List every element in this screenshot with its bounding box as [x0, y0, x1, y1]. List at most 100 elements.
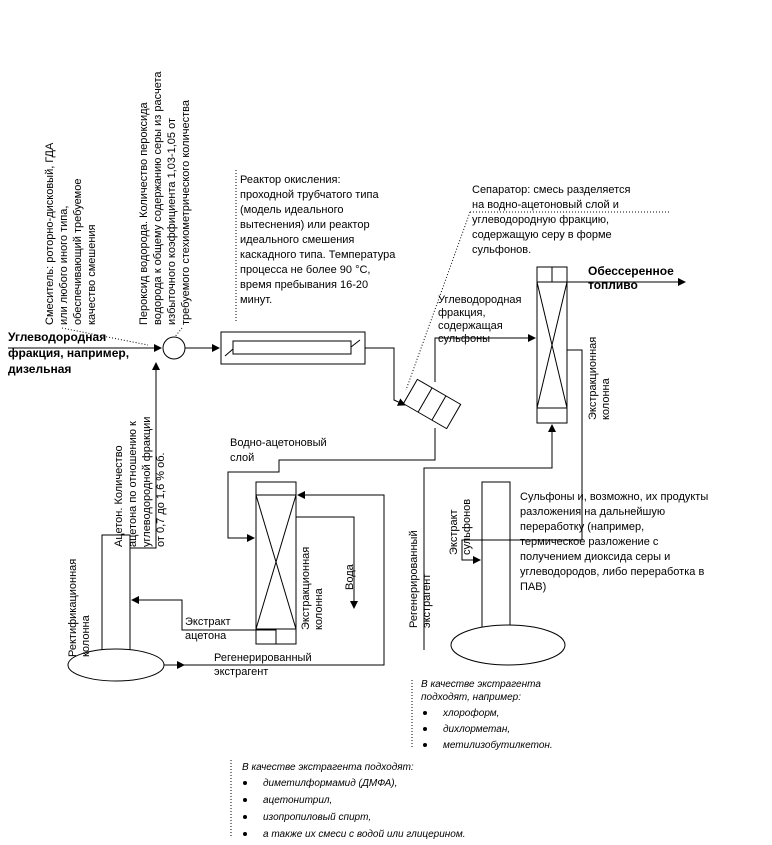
- text-line: Ацетон. Количество: [113, 445, 125, 547]
- text-line: Пероксид водорода. Количество пероксида: [138, 101, 150, 325]
- bullet-icon: [243, 798, 247, 802]
- acetone-extract-label: Экстракт ацетона: [185, 616, 231, 642]
- list-item: дихлорметан,: [443, 724, 510, 735]
- text-line: колонна: [80, 614, 92, 657]
- text-line: от 0,7 до 1,6 % об.: [155, 452, 167, 547]
- text-line: термическое разложение с: [520, 536, 659, 548]
- rectification-column-left: [67, 534, 165, 682]
- bullet-icon: [423, 743, 427, 747]
- text-line: фракция,: [438, 307, 486, 319]
- regenerated-extractant-vertical-label: Регенерированныйэкстрагент: [408, 530, 433, 628]
- text-line: В качестве экстрагента: [421, 679, 541, 690]
- text-line: углеводородной фракции: [141, 417, 153, 547]
- text-line: Углеводородная: [438, 294, 522, 306]
- text-line: Сульфоны и, возможно, их продукты: [520, 491, 708, 503]
- text-line: идеального смешения: [240, 234, 354, 246]
- text-line: Экстракт: [448, 509, 460, 555]
- text-line: переработку (например,: [520, 521, 644, 533]
- text-line: Регенерированный: [214, 652, 312, 664]
- text-line: Ректификационная: [67, 559, 79, 657]
- sulfone-extract-label: Экстрактсульфонов: [448, 499, 473, 555]
- bullet-icon: [423, 711, 427, 715]
- text-line: качество смешения: [86, 224, 98, 325]
- text-line: ацетона по отношению к: [127, 421, 139, 547]
- text-line: сульфонов.: [472, 244, 531, 256]
- text-line: Сепаратор: смесь разделяется: [472, 184, 630, 196]
- annotation-leaders: [61, 170, 670, 838]
- text-line: экстрагент: [214, 666, 268, 678]
- mixer: [162, 336, 186, 360]
- bullet-icon: [423, 727, 427, 731]
- list-item: ацетонитрил,: [263, 795, 332, 806]
- extractant-list-1-title: В качестве экстрагента подходят, например…: [421, 679, 541, 703]
- text-line: (модель идеального: [240, 204, 344, 216]
- separator-note: Сепаратор: смесь разделяется на водно-аце…: [472, 184, 630, 256]
- text-line: Смеситель: роторно-дисковый, ГДА: [44, 142, 56, 325]
- text-line: вытеснения) или реактор: [240, 219, 370, 231]
- text-line: водорода к общему содержанию серы из рас…: [152, 71, 164, 325]
- extractant-list-2-title: В качестве экстрагента подходят:: [242, 762, 414, 773]
- bullet-icon: [243, 815, 247, 819]
- text-line: разложения на дальнейшую: [520, 506, 665, 518]
- extractant-list-1: В качестве экстрагента подходят, например…: [421, 679, 553, 751]
- list-item: метилизобутилкетон.: [443, 739, 553, 751]
- text-line: сульфоны: [438, 333, 490, 345]
- text-line: углеводородную фракцию,: [472, 214, 609, 226]
- text-line: процесса не более 90 °С,: [240, 264, 371, 276]
- text-line: содержащую серу в форме: [472, 229, 612, 241]
- text-line: требуемого стехиометрического количества: [180, 99, 192, 325]
- text-line: на водно-ацетоновый слой и: [472, 199, 619, 211]
- text-line: колонна: [600, 377, 612, 420]
- extraction-column-right: [536, 266, 568, 424]
- text-line: Водно-ацетоновый: [230, 437, 327, 449]
- list-item: изопропиловый спирт,: [263, 812, 371, 823]
- text-line: Экстракционная: [300, 547, 312, 630]
- rectification-column-label: Ректификационнаяколонна: [67, 559, 92, 657]
- extraction-column-center: [255, 481, 297, 645]
- text-line: Экстракт: [185, 616, 231, 628]
- text-line: ацетона: [185, 630, 227, 642]
- text-line: ПАВ): [520, 581, 546, 593]
- center-extraction-column-label: Экстракционнаяколонна: [300, 547, 325, 630]
- text-line: минут.: [240, 294, 272, 306]
- text-line: избыточного коэффициента 1,03-1,05 от: [166, 118, 178, 325]
- text-line: Экстракционная: [587, 337, 599, 420]
- right-extraction-column-label: Экстракционнаяколонна: [587, 337, 612, 420]
- water-label: Вода: [344, 563, 356, 590]
- list-item: диметилформамид (ДМФА),: [263, 777, 397, 789]
- oxidation-reactor-note: Реактор окисления:проходной трубчатого т…: [240, 174, 396, 306]
- oxidation-reactor: [220, 331, 366, 365]
- list-item: а также их смеси с водой или глицерином.: [263, 829, 465, 840]
- text-line: углеводородов, либо переработка в: [520, 566, 704, 578]
- bullet-icon: [243, 781, 247, 785]
- text-line: колонна: [313, 587, 325, 630]
- text-line: Регенерированный: [408, 530, 420, 628]
- regenerated-extractant-label: Регенерированный экстрагент: [214, 652, 312, 678]
- flow-lines: [8, 267, 686, 669]
- text-line: сульфонов: [461, 499, 473, 555]
- text-line: дизельная: [8, 362, 71, 376]
- text-line: или любого иного типа,: [58, 206, 70, 325]
- text-line: топливо: [588, 278, 638, 292]
- text-line: время пребывания 16-20: [240, 279, 368, 291]
- text-line: экстрагент: [421, 574, 433, 628]
- text-line: обеспечивающий требуемое: [72, 179, 84, 325]
- separator: [402, 378, 462, 430]
- list-item: хлороформ,: [442, 707, 499, 719]
- text-line: каскадного типа. Температура: [240, 249, 396, 261]
- text-line: получением диоксида серы и: [520, 551, 670, 563]
- bullet-icon: [243, 832, 247, 836]
- text-line: содержащая: [438, 320, 503, 332]
- text-line: подходят, например:: [421, 692, 521, 703]
- text-line: Реактор окисления:: [240, 174, 341, 186]
- extractant-list-2: В качестве экстрагента подходят: диметил…: [242, 762, 465, 840]
- text-line: Углеводородная: [8, 330, 106, 344]
